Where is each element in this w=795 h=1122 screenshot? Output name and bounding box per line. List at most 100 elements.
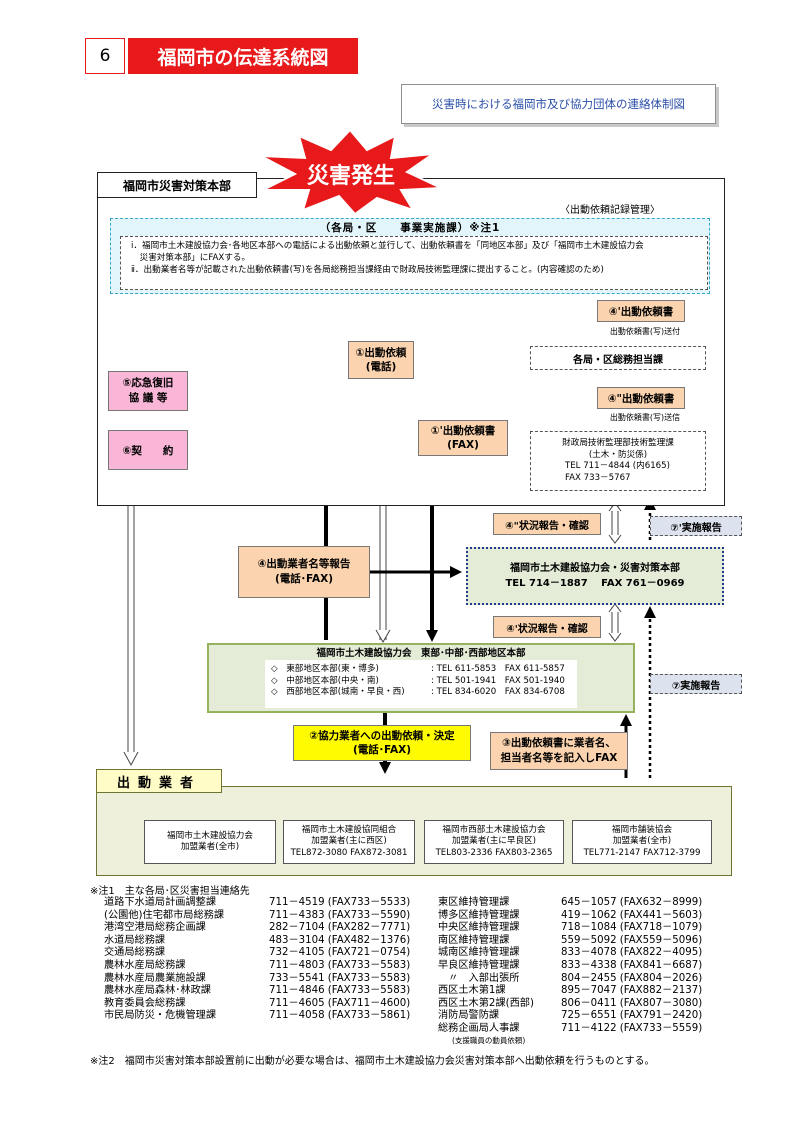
- contact-row: 東区維持管理課 645－1057 (FAX632－8999): [438, 897, 748, 910]
- contact-name: 博多区維持管理課: [438, 909, 520, 921]
- contact-row: 西区土木第1課 895－7047 (FAX882－2137): [438, 985, 748, 998]
- contact-name: 南区維持管理課: [438, 934, 510, 946]
- association-hq-contact: TEL 714－1887 FAX 761－0969: [505, 578, 685, 589]
- contact-tel: 711－4383 (FAX733－5590): [269, 909, 411, 921]
- kakyoku-title: （各局・区 事業実施課）※注1: [319, 221, 501, 234]
- contact-tel: 895－7047 (FAX882－2137): [561, 985, 703, 997]
- step-label: ③出動依頼書に業者名、: [502, 737, 616, 749]
- dept-fax: FAX 733－5767: [565, 472, 631, 483]
- step-sublabel: (FAX): [447, 439, 479, 451]
- note-1-title: ※注1 主な各局･区災害担当連絡先: [90, 886, 250, 897]
- step-label: ②協力業者への出動依頼・決定: [309, 730, 455, 742]
- contractor-line: 加盟業者(全市): [612, 836, 672, 847]
- contact-name: 教育委員会総務課: [104, 997, 186, 1009]
- step-sublabel: 協 議 等: [128, 392, 168, 404]
- dept-tel: TEL 711－4844 (内6165): [565, 461, 670, 471]
- step-7b-report: ⑦実施報告: [650, 674, 742, 694]
- kakyoku-line: ⅰ．福岡市土木建設協力会･各地区本部への電話による出動依頼と並行して、出動依頼書…: [131, 241, 644, 251]
- contact-tel: 833－4338 (FAX841－6687): [561, 959, 703, 971]
- contact-tel: 806－0411 (FAX807－3080): [561, 997, 703, 1009]
- contact-tel: 833－4078 (FAX822－4095): [561, 947, 703, 959]
- district-hq-list: ◇ 東部地区本部(東・博多): TEL 611-5853 FAX 611-585…: [265, 660, 577, 708]
- contractor-line: 加盟業者(主に西区): [311, 836, 387, 847]
- contact-name: 市民局防災・危機管理課: [104, 1010, 217, 1022]
- step-4d-status-report: ④'状況報告・確認: [493, 616, 601, 638]
- contact-row: 道路下水道局計画調整課 711－4519 (FAX733－5533): [104, 897, 414, 910]
- contacts-left-list: 道路下水道局計画調整課 711－4519 (FAX733－5533) (公園他)住宅…: [104, 897, 414, 1023]
- contact-row: 博多区維持管理課 419－1062 (FAX441－5603): [438, 910, 748, 923]
- kakyoku-line: ⅱ．出動業者名等が記載された出動依頼書(写)を各局総務担当課経由で財政局技術監理…: [131, 265, 604, 275]
- step-label: ④出動業者名等報告: [257, 558, 351, 570]
- step-label: ⑤応急復旧: [122, 377, 174, 389]
- contact-tel: 711－4122 (FAX733－5559): [561, 1022, 703, 1034]
- step-sublabel: (電話･FAX): [274, 573, 334, 585]
- contact-tel: 725－6551 (FAX791－2420): [561, 1010, 703, 1022]
- contact-name: 港湾空港局総務企画課: [104, 922, 206, 934]
- contact-name: 早良区維持管理課: [438, 959, 520, 971]
- contact-name: 農林水産局森林･林政課: [104, 985, 211, 997]
- contact-name: 総務企画局人事課: [438, 1022, 520, 1034]
- step-5-recovery: ⑤応急復旧 協 議 等: [108, 371, 188, 411]
- contact-tel: 559－5092 (FAX559－5096): [561, 934, 703, 946]
- contact-name: 西区土木第1課: [438, 985, 506, 997]
- step-4-contractor-report: ④出動業者名等報告 (電話･FAX): [238, 546, 370, 598]
- dept-section: (土木・防災係): [588, 449, 648, 460]
- contractor-line: TEL771-2147 FAX712-3799: [583, 847, 701, 858]
- contractor-line: 福岡市舗装協会: [611, 824, 673, 835]
- contact-name: 道路下水道局計画調整課: [104, 897, 217, 908]
- contractor-group: 福岡市舗装協会 加盟業者(全市) TEL771-2147 FAX712-3799: [572, 820, 712, 864]
- disaster-label: 災害発生: [307, 163, 395, 189]
- step-7a-report: ⑦'実施報告: [650, 516, 742, 536]
- contact-tel: 718－1084 (FAX718－1079): [561, 922, 703, 934]
- kakyoku-line: 災害対策本部」にFAXする。: [131, 253, 251, 263]
- contact-tel: 645－1057 (FAX632－8999): [561, 897, 703, 908]
- step-6-contract: ⑥契 約: [108, 430, 188, 470]
- contact-tel: 711－4058 (FAX733－5861): [269, 1010, 411, 1022]
- contractor-line: 福岡市土木建設協力会: [167, 830, 253, 841]
- contact-name: 東区維持管理課: [438, 897, 510, 908]
- section-number: 6: [85, 38, 125, 74]
- step-1-request-phone: ①出動依頼 (電話): [348, 341, 414, 379]
- contact-tel: 711－4803 (FAX733－5583): [269, 959, 411, 971]
- contact-tel: 732－4105 (FAX721－0754): [269, 947, 411, 959]
- district-hq-title: 福岡市土木建設協力会 東部･中部･西部地区本部: [316, 648, 526, 659]
- contact-tel: 419－1062 (FAX441－5603): [561, 909, 703, 921]
- contractors-title: 出動業者: [96, 769, 222, 793]
- contact-row: 早良区維持管理課 833－4338 (FAX841－6687): [438, 960, 748, 973]
- disaster-burst: 災害発生: [260, 128, 442, 214]
- district-row: ◇ 中部地区本部(中央・南): TEL 501-1941 FAX 501-194…: [271, 676, 571, 688]
- contact-name: 中央区維持管理課: [438, 922, 520, 934]
- step-label: ①'出動依頼書: [430, 425, 496, 437]
- district-row: ◇ 西部地区本部(城南・早良・西) : TEL 834-6020 FAX 834-…: [271, 687, 571, 699]
- record-mgmt-label: 〈出動依頼記録管理〉: [560, 204, 660, 216]
- contractor-line: 福岡市西部土木建設協力会: [442, 824, 546, 835]
- contact-tel: 483－3104 (FAX482－1376): [269, 934, 411, 946]
- district-name: ◇ 東部地区本部(東・博多): [271, 664, 379, 674]
- district-row: ◇ 東部地区本部(東・博多): TEL 611-5853 FAX 611-585…: [271, 664, 571, 676]
- bureau-general-affairs: 各局・区総務担当課: [530, 346, 706, 370]
- contact-row: 港湾空港局総務企画課 282－7104 (FAX282－7771): [104, 922, 414, 935]
- step-sublabel: (電話): [365, 361, 397, 373]
- contact-name: 西区土木第2課(西部): [438, 997, 534, 1009]
- contact-tel: 282－7104 (FAX282－7771): [269, 922, 411, 934]
- step-label: ①出動依頼: [355, 347, 407, 359]
- district-name: ◇ 西部地区本部(城南・早良・西): [271, 687, 405, 697]
- note-2: ※注2 福岡市災害対策本部設置前に出動が必要な場合は、福岡市土木建設協力会災害対…: [90, 1056, 655, 1067]
- district-contact: : TEL 834-6020 FAX 834-6708: [431, 687, 565, 697]
- contact-row: 中央区維持管理課 718－1084 (FAX718－1079): [438, 922, 748, 935]
- contact-tel: 733－5541 (FAX733－5583): [269, 972, 411, 984]
- association-hq: 福岡市土木建設協力会・災害対策本部 TEL 714－1887 FAX 761－0…: [466, 547, 724, 605]
- step-4b-request-doc: ④"出動依頼書: [597, 387, 685, 409]
- contact-tel: 711－4519 (FAX733－5533): [269, 897, 411, 908]
- contact-row: 西区土木第2課(西部) 806－0411 (FAX807－3080): [438, 998, 748, 1011]
